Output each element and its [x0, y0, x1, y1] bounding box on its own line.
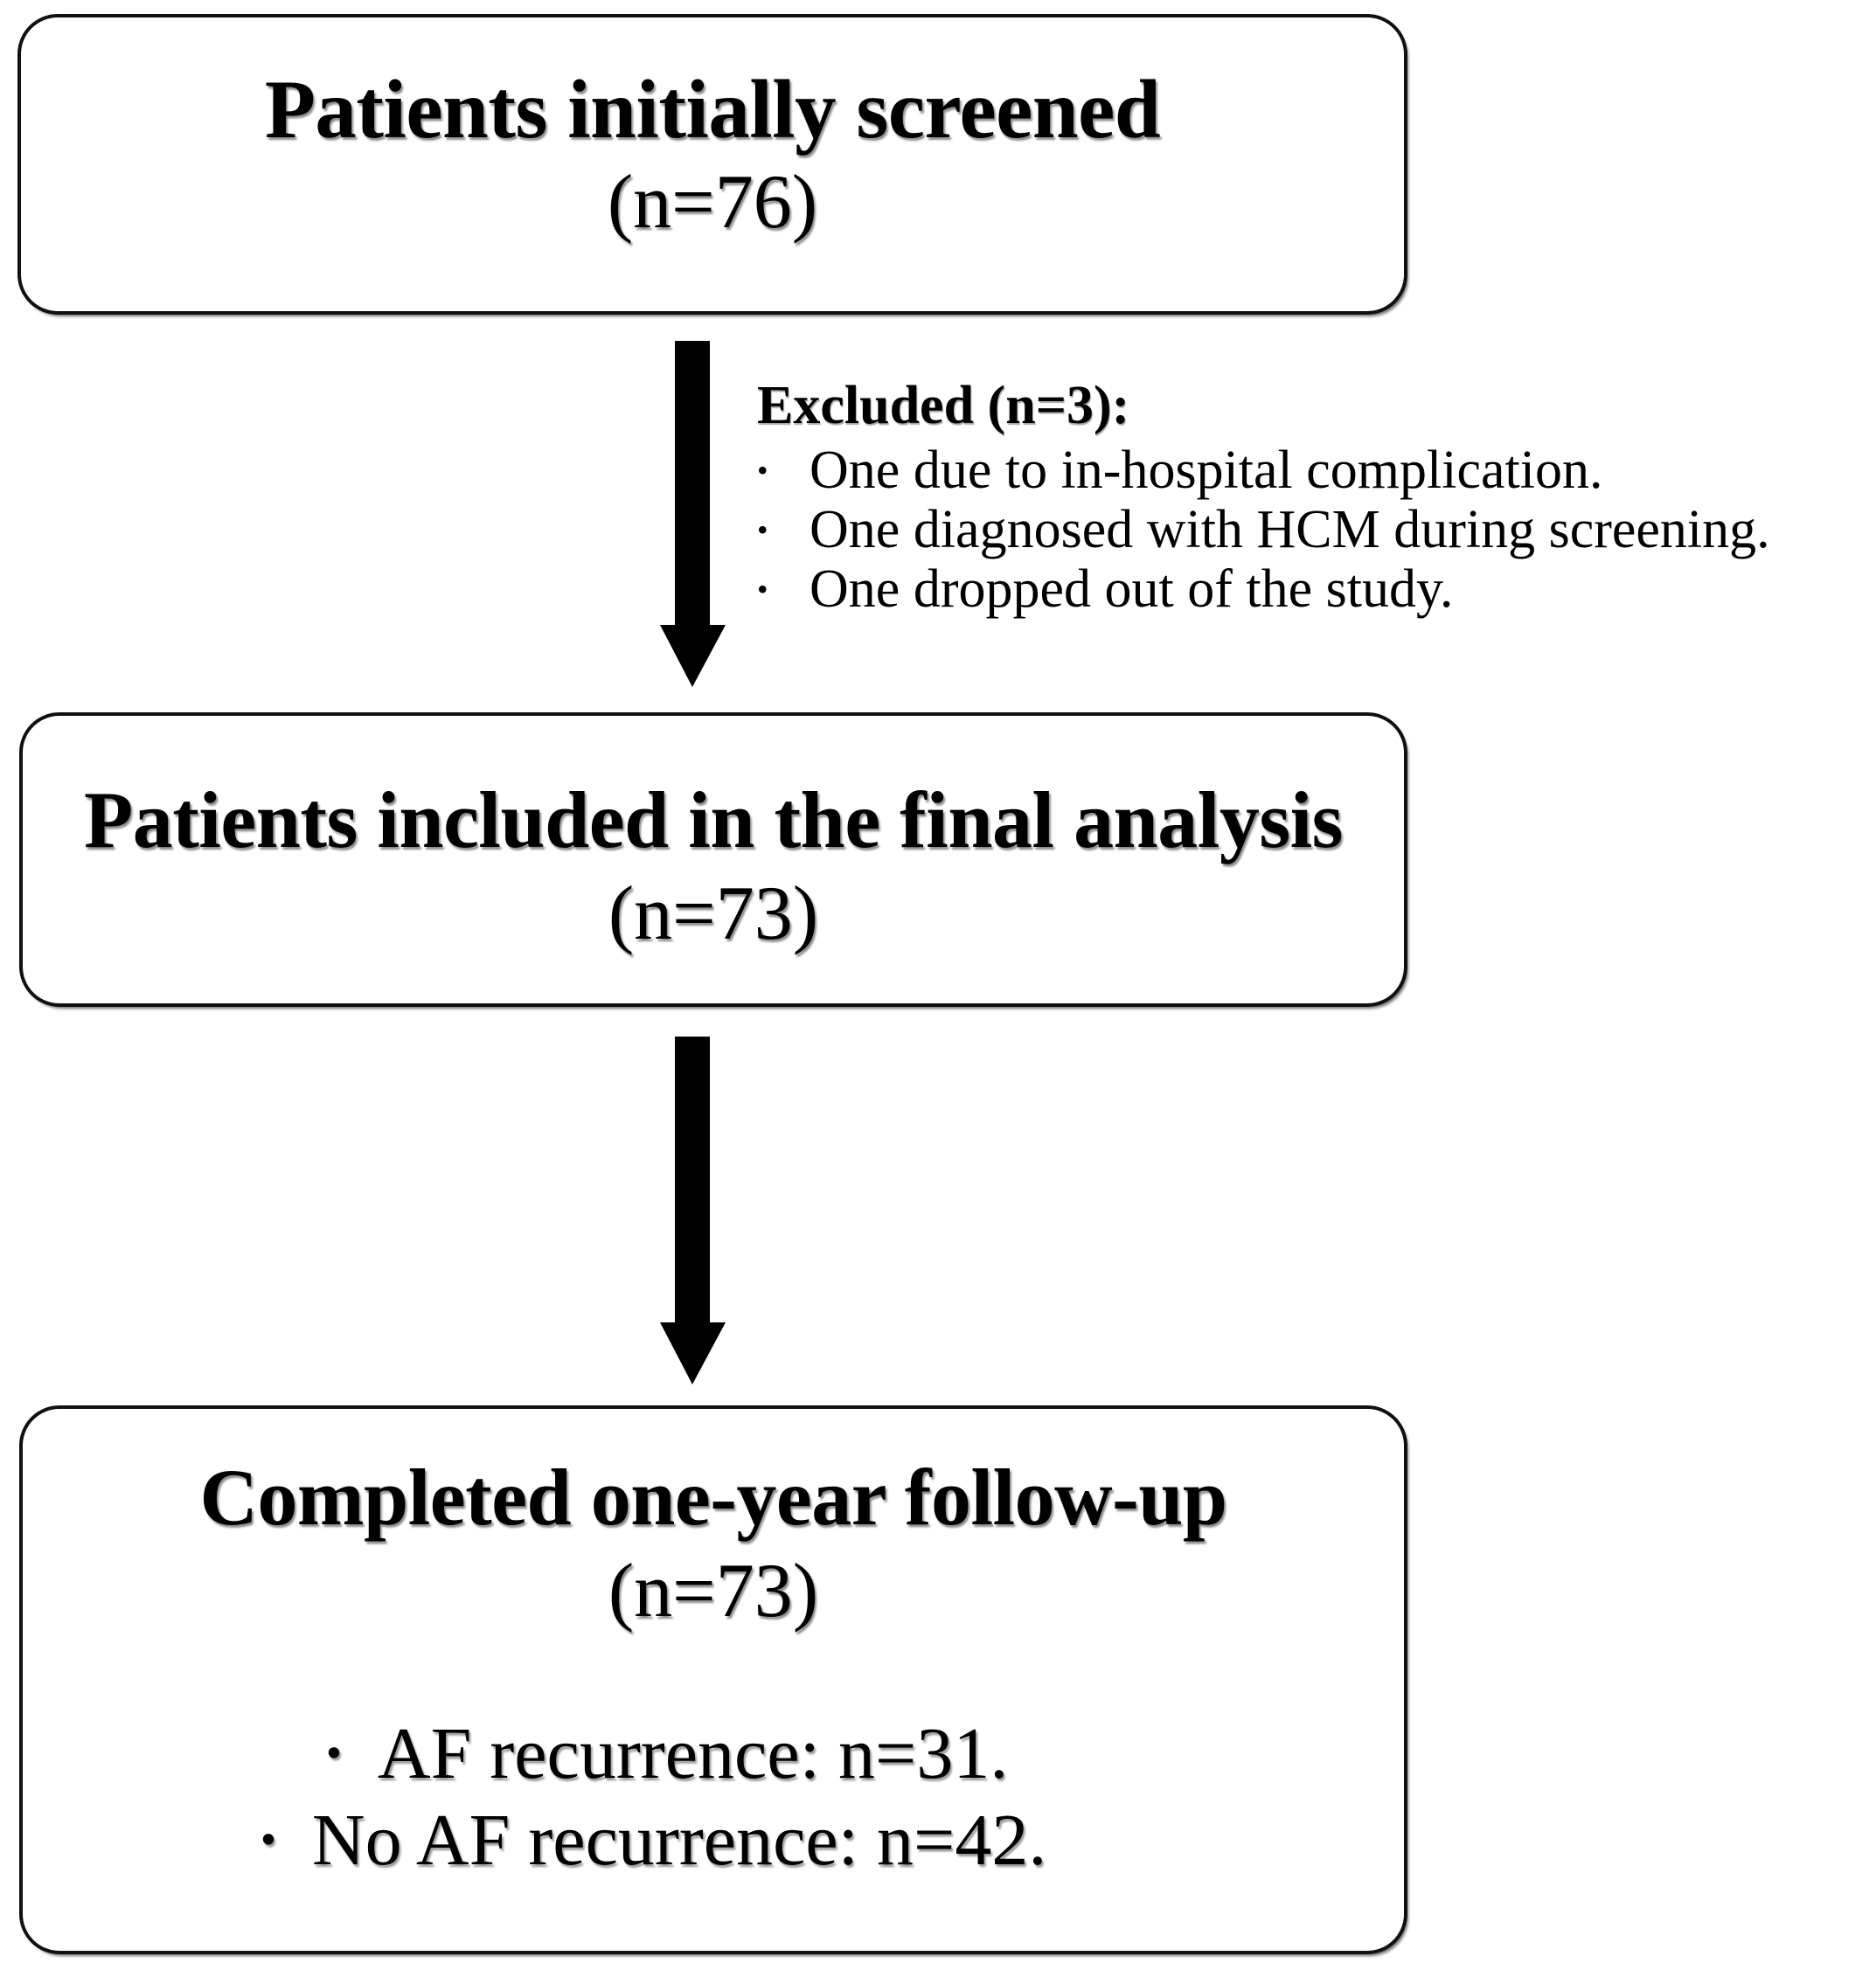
bullet-icon: • — [757, 571, 768, 607]
node-count-patients-screened: (n=76) — [607, 160, 818, 245]
exclusion-item-text: One diagnosed with HCM during screening. — [809, 499, 1770, 559]
bullet-icon: • — [325, 1728, 343, 1779]
exclusion-item-text: One dropped out of the study. — [809, 558, 1454, 619]
arrow-screened-to-included — [660, 341, 726, 687]
outcome-list: • AF recurrence: n=31. • No AF recurrenc… — [23, 1710, 1404, 1883]
exclusion-annotation: Excluded (n=3): • One due to in-hospital… — [757, 376, 1876, 619]
exclusion-heading: Excluded (n=3): — [757, 376, 1130, 435]
outcome-list-item: • No AF recurrence: n=42. — [23, 1797, 1404, 1883]
arrow-included-to-followup — [660, 1037, 726, 1384]
node-title-patients-included: Patients included in the final analysis — [84, 775, 1343, 864]
bullet-icon: • — [260, 1814, 277, 1865]
bullet-icon: • — [757, 511, 768, 547]
exclusion-list-item: • One diagnosed with HCM during screenin… — [757, 500, 1876, 559]
flow-node-patients-included: Patients included in the final analysis … — [19, 712, 1407, 1007]
node-title-patients-screened: Patients initially screened — [264, 63, 1161, 156]
node-count-completed-followup: (n=73) — [608, 1549, 819, 1634]
flow-node-completed-followup: Completed one-year follow-up (n=73) • AF… — [19, 1405, 1407, 1954]
outcome-list-item: • AF recurrence: n=31. — [23, 1710, 1404, 1797]
bullet-icon: • — [757, 452, 768, 488]
outcome-item-text: AF recurrence: n=31. — [377, 1713, 1009, 1794]
exclusion-item-text: One due to in-hospital complication. — [809, 440, 1603, 500]
node-count-patients-included: (n=73) — [608, 871, 819, 956]
flow-node-patients-screened: Patients initially screened (n=76) — [17, 14, 1407, 315]
exclusion-list-item: • One dropped out of the study. — [757, 559, 1876, 619]
outcome-item-text: No AF recurrence: n=42. — [311, 1800, 1047, 1882]
node-title-completed-followup: Completed one-year follow-up — [199, 1453, 1227, 1542]
exclusion-list-item: • One due to in-hospital complication. — [757, 441, 1876, 500]
